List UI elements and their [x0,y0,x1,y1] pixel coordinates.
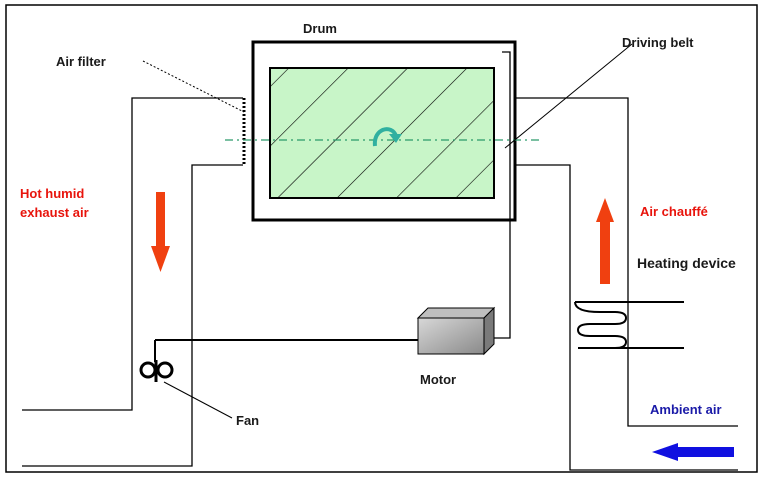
driving-belt-label: Driving belt [622,35,694,50]
fan-icon [139,360,174,382]
intake-duct [515,97,738,471]
exhaust-duct [22,97,243,467]
drum [251,40,517,222]
outer-border [5,4,758,473]
rotation-arrow-icon [372,127,402,147]
ambient-air-label: Ambient air [650,402,722,417]
driving-belt [494,43,633,339]
motor-label: Motor [420,372,456,387]
hot-humid-label-line2: exhaust air [20,205,89,220]
air-chauffe-label: Air chauffé [640,204,708,219]
ambient-flow-arrow-icon [652,443,734,461]
fan-label: Fan [236,413,259,428]
air-filter-leader [142,60,245,113]
air-filter-label: Air filter [56,54,106,69]
heating-device-label: Heating device [637,255,736,271]
hot-humid-label-line1: Hot humid [20,186,84,201]
exhaust-flow-arrow-icon [151,192,170,272]
heating-coil-icon [574,301,684,349]
heated-flow-arrow-icon [596,198,614,284]
drum-hatching [270,68,494,198]
motor-box-icon [416,306,496,356]
drum-label: Drum [303,21,337,36]
fan-leader [163,381,233,419]
